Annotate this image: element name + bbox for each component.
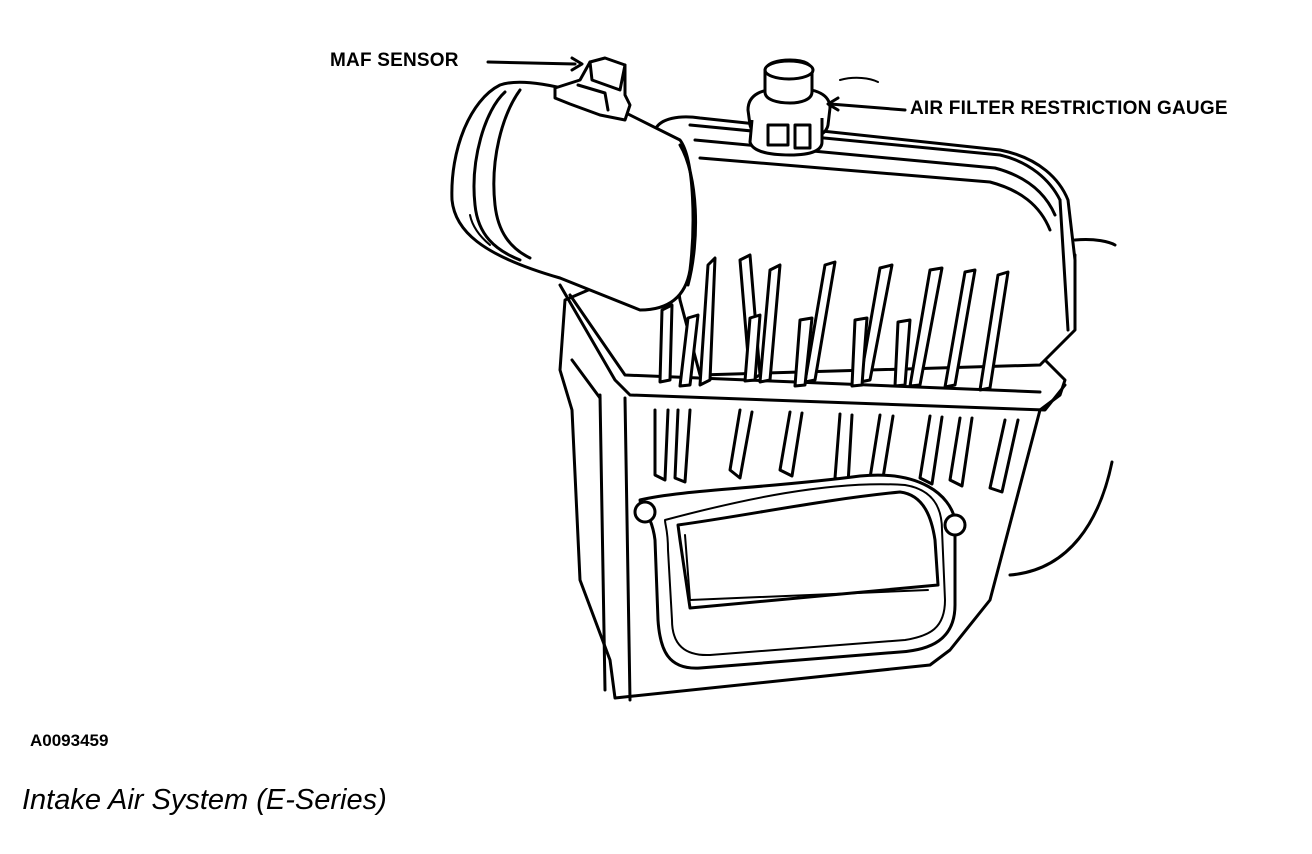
figure-id: A0093459 xyxy=(30,731,109,750)
inlet-tube xyxy=(450,80,698,312)
gauge-leader-line xyxy=(828,102,907,112)
air-filter-restriction-gauge-body xyxy=(746,58,832,157)
engine-outline-top xyxy=(1073,238,1117,247)
maf-sensor-leader-line xyxy=(486,60,577,66)
maf-sensor-label: MAF SENSOR xyxy=(330,50,459,71)
engine-outline-bottom xyxy=(1008,460,1114,577)
air-cleaner-upper-cover xyxy=(653,115,1077,392)
outlet-duct-flange xyxy=(633,473,967,670)
gauge-callout-mark xyxy=(839,76,879,83)
maf-sensor-body xyxy=(553,56,632,122)
maf-sensor-arrowhead xyxy=(570,56,584,72)
figure-caption: Intake Air System (E-Series) xyxy=(22,784,387,816)
gauge-arrowhead xyxy=(826,96,840,112)
air-filter-restriction-gauge-label: AIR FILTER RESTRICTION GAUGE xyxy=(910,98,1228,119)
